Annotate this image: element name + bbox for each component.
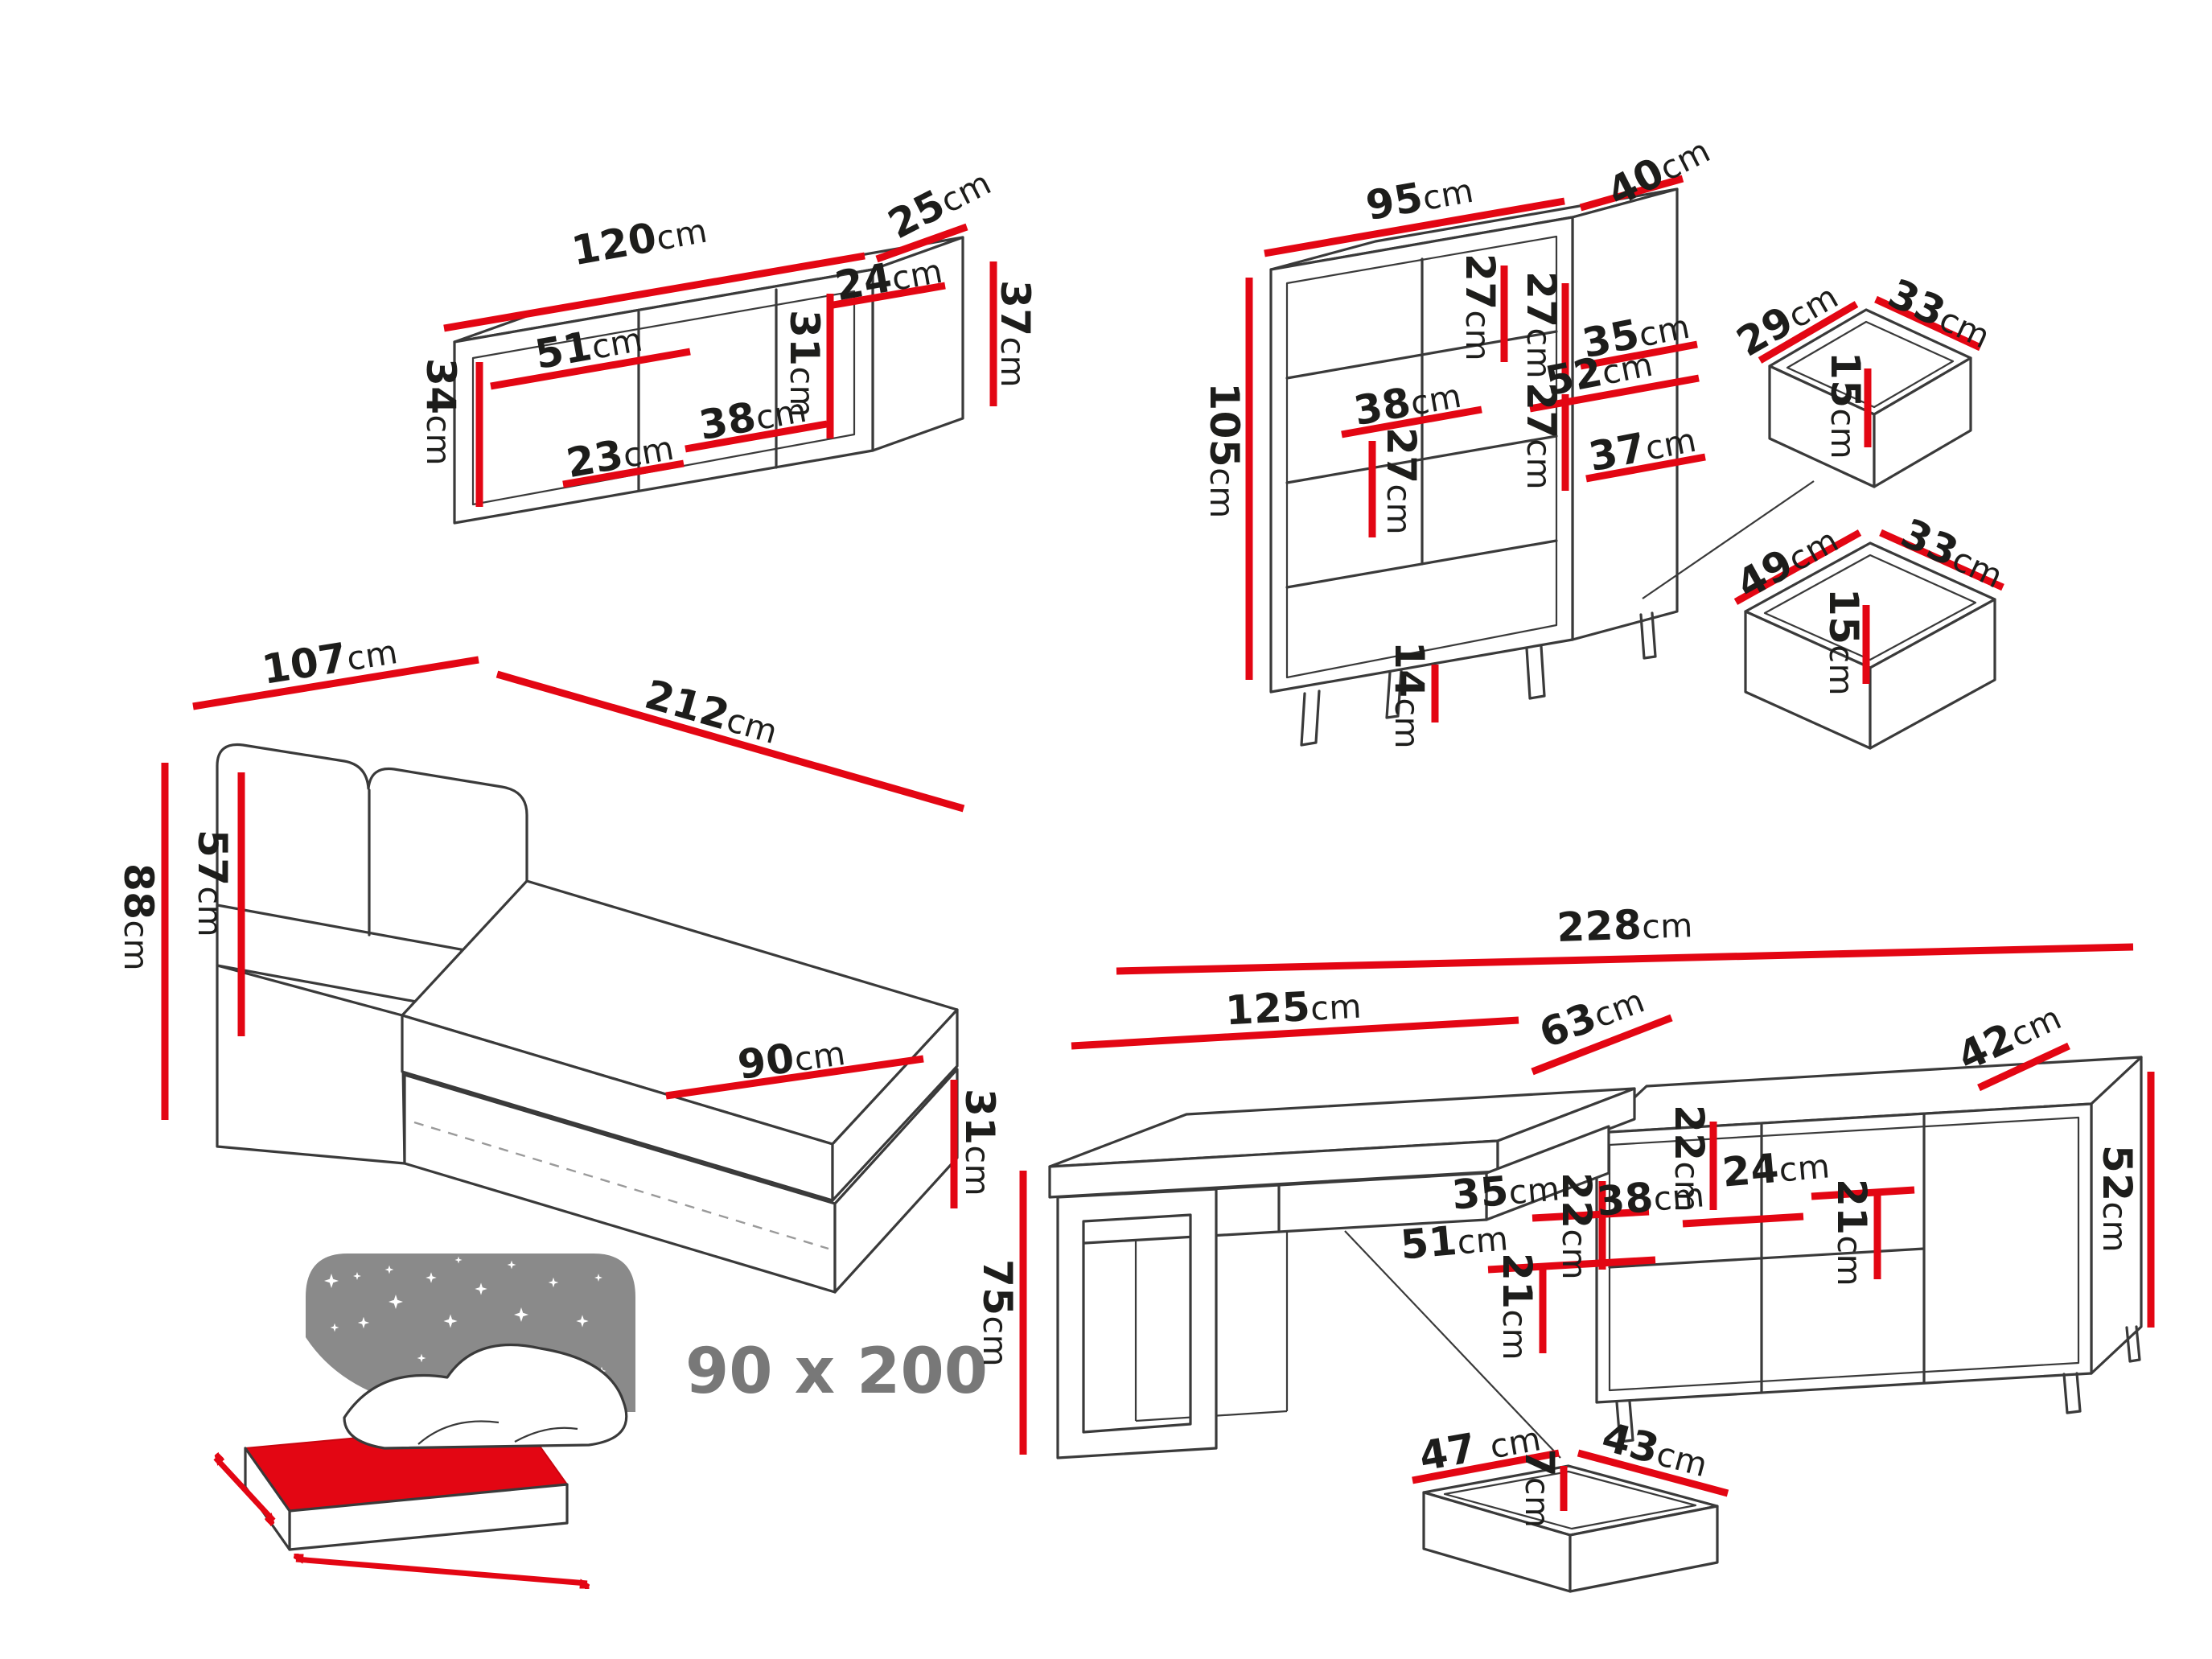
wall-shelf-drawing: [453, 236, 964, 525]
dim-desk-inner-d: 21cm: [1494, 1252, 1540, 1361]
bookcase-dimension-lines: [1245, 175, 1706, 722]
dim-drawer-small-height: 15cm: [1822, 351, 1869, 460]
dim-desk-total-width: 228cm: [1556, 901, 1694, 951]
dim-desk-cabinet-height: 52cm: [2094, 1144, 2140, 1254]
dim-desk-inner-b: 35cm: [1449, 1167, 1562, 1219]
dim-bed-frame-height: 31cm: [956, 1088, 1003, 1197]
drawer-small-dimension-lines: [1758, 295, 1982, 447]
bed-dimension-lines: [161, 656, 965, 1208]
desk-drawing: [1048, 1056, 2143, 1459]
dim-drawer-large-height: 15cm: [1820, 587, 1867, 697]
dim-wall-shelf-height-left: 34cm: [417, 357, 464, 467]
dim-desk-inner-h: 21cm: [1828, 1178, 1875, 1287]
dim-bookcase-inner-h: 27cm: [1378, 426, 1425, 536]
bed-drawing: [216, 743, 959, 1294]
drawer-large-drawing: [1744, 541, 1996, 750]
bookcase-drawing: [1269, 187, 1815, 747]
dim-desk-inner-a: 22cm: [1553, 1171, 1600, 1281]
bed-icon-duvet: [343, 1343, 628, 1450]
drawer-large-dimension-lines: [1733, 529, 2004, 684]
dim-bookcase-height: 105cm: [1201, 382, 1248, 519]
dim-bookcase-inner-f: 27cm: [1518, 381, 1564, 491]
bed-size-label: 90 x 200: [685, 1336, 988, 1408]
dim-bed-headboard-height: 57cm: [189, 829, 236, 938]
dim-desk-inner-f: 22cm: [1666, 1104, 1712, 1213]
dim-desk-inner-g: 24cm: [1720, 1144, 1832, 1196]
direction-arrows: [216, 1458, 587, 1583]
dim-desk-top-width: 125cm: [1223, 982, 1363, 1035]
drawer-small-drawing: [1768, 308, 1972, 488]
dim-bookcase-inner-a: 27cm: [1457, 253, 1503, 362]
desk-drawer-drawing: [1422, 1464, 1719, 1593]
desk-drawer-dimension-lines: [1412, 1449, 1729, 1511]
dim-desk-height: 75cm: [974, 1258, 1021, 1368]
dim-bookcase-leg-height: 14cm: [1386, 640, 1433, 750]
dim-desk-drawer-height: 7cm: [1516, 1448, 1563, 1529]
desk-dimension-lines: [1019, 943, 2155, 1455]
dim-wall-shelf-height-right: 37cm: [992, 279, 1038, 389]
wall-shelf-dimension-lines: [443, 223, 997, 507]
bed-icon: [216, 1254, 635, 1583]
dim-bed-height: 88cm: [115, 862, 162, 972]
